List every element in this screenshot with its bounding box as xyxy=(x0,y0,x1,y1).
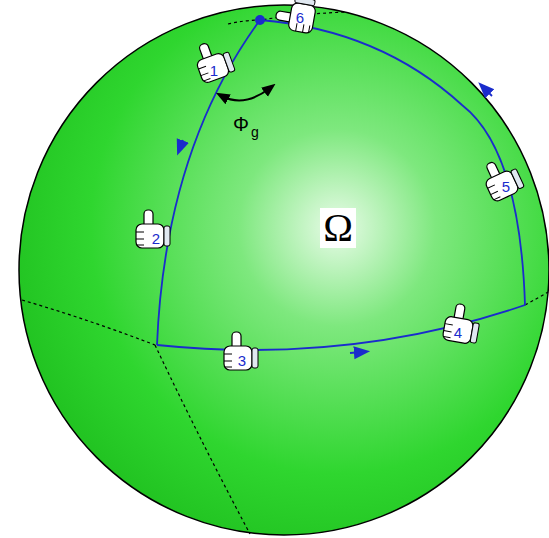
step-number: 1 xyxy=(210,63,218,78)
thumb-hand-icon xyxy=(191,37,236,84)
thumb-hand-icon xyxy=(478,154,525,203)
step-number: 2 xyxy=(152,231,160,246)
rotation-arrow xyxy=(222,88,270,101)
loop-path xyxy=(157,20,525,350)
step-number: 6 xyxy=(296,10,304,25)
step-number: 4 xyxy=(454,325,462,340)
step-number: 3 xyxy=(238,353,246,368)
step-number: 5 xyxy=(502,179,510,194)
thumb-hand-icon xyxy=(136,210,170,248)
phase-subscript: g xyxy=(251,125,259,139)
thumb-hand-icon xyxy=(224,332,258,370)
start-point xyxy=(255,15,265,25)
phase-symbol: Φ xyxy=(233,114,249,134)
thumb-hand-icon xyxy=(274,0,317,34)
sphere xyxy=(19,5,549,535)
thumb-hand-icon xyxy=(442,302,482,345)
solid-angle-symbol: Ω xyxy=(320,208,356,248)
hidden-great-circles xyxy=(22,12,548,534)
